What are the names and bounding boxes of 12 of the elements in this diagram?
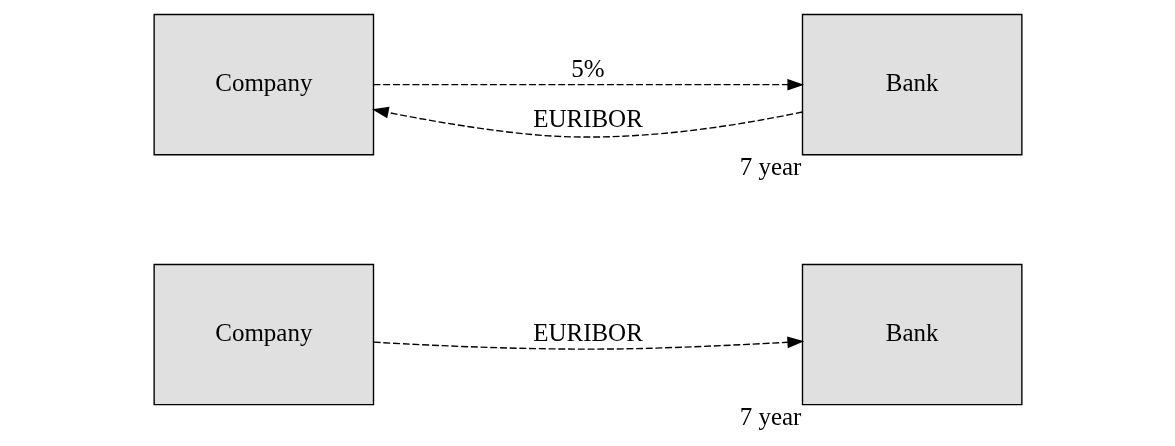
edge-label: EURIBOR (532, 318, 643, 346)
node-label: 7 year (739, 152, 801, 180)
node-box: Company (152, 263, 374, 405)
arrow (371, 106, 803, 138)
node-label: 7 year (739, 402, 801, 430)
edge-label: 5% (570, 54, 605, 82)
arrow (372, 78, 804, 90)
node-box: Company (152, 13, 374, 155)
arrow (372, 335, 804, 350)
edge-label: EURIBOR (532, 104, 643, 132)
node-box: Bank (801, 263, 1023, 405)
node-box: Bank (801, 13, 1023, 155)
